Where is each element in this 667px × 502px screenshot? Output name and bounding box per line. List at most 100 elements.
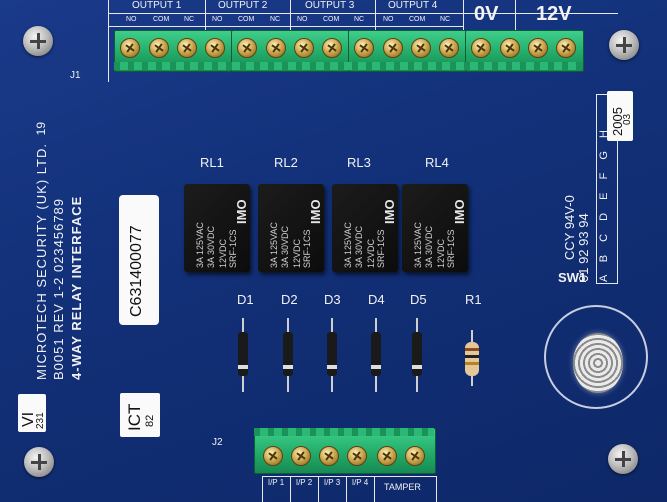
input-1-label: I/P 1	[267, 478, 285, 487]
terminal-screw	[266, 38, 286, 58]
power-0v-label: 0V	[474, 3, 499, 25]
relay-model: SRF-1CS	[302, 229, 312, 268]
relay-rating: 3A 30VDC	[354, 225, 364, 268]
serial-sticker: C631400077	[119, 195, 159, 325]
relay-rl1: 3A 125VAC 3A 30VDC 12VDC SRF-1CS IMO	[184, 184, 250, 272]
relay-brand: IMO	[234, 199, 249, 224]
serial-number: C631400077	[128, 225, 145, 317]
relay-rl3: 3A 125VAC 3A 30VDC 12VDC SRF-1CS IMO	[332, 184, 398, 272]
relay-2-label: RL2	[274, 155, 298, 170]
diode-d4	[371, 332, 381, 376]
date-code-years: 91 92 93 94	[576, 213, 591, 282]
resistor-r1	[465, 342, 479, 376]
input-4-label: I/P 4	[351, 478, 369, 487]
output-2-label: OUTPUT 2	[218, 0, 268, 11]
terminal-screw	[500, 38, 520, 58]
relay-rating: 3A 30VDC	[424, 225, 434, 268]
terminal-screw	[556, 38, 576, 58]
output-2-no: NO	[212, 16, 223, 23]
output-4-label: OUTPUT 4	[388, 0, 438, 11]
power-12v-label: 12V	[536, 3, 572, 25]
relay-voltage: 12VDC	[436, 238, 446, 268]
output-1-nc: NC	[184, 16, 195, 23]
relay-model: SRF-1CS	[228, 229, 238, 268]
output-4-com: COM	[409, 16, 426, 23]
relay-rating: 3A 125VAC	[343, 222, 353, 268]
terminal-screw	[354, 38, 374, 58]
terminal-screw	[294, 38, 314, 58]
relay-brand: IMO	[382, 199, 397, 224]
diode-2-label: D2	[281, 292, 298, 307]
revision-line: B0051 REV 1-2 023456789	[51, 197, 66, 380]
input-3-label: I/P 3	[323, 478, 341, 487]
relay-rl4: 3A 125VAC 3A 30VDC 12VDC SRF-1CS IMO	[402, 184, 468, 272]
terminal-screw	[120, 38, 140, 58]
relay-voltage: 12VDC	[366, 238, 376, 268]
terminal-screw	[263, 446, 283, 466]
terminal-screw	[322, 38, 342, 58]
mounting-screw-bottom-left	[24, 447, 54, 477]
relay-rating: 3A 30VDC	[206, 225, 216, 268]
terminal-screw	[319, 446, 339, 466]
relay-rating: 3A 125VAC	[413, 222, 423, 268]
relay-rating: 3A 125VAC	[269, 222, 279, 268]
relay-4-label: RL4	[425, 155, 449, 170]
output-4-nc: NC	[440, 16, 451, 23]
terminal-screw	[347, 446, 367, 466]
terminal-screw	[439, 38, 459, 58]
date-sticker: 2005 03	[607, 91, 633, 141]
terminal-screw	[411, 38, 431, 58]
diode-1-label: D1	[237, 292, 254, 307]
ict-label: ICT	[125, 403, 144, 431]
mounting-screw-top-left	[23, 26, 53, 56]
diode-3-label: D3	[324, 292, 341, 307]
output-1-com: COM	[153, 16, 170, 23]
mounting-screw-bottom-right	[608, 444, 638, 474]
relay-voltage: 12VDC	[218, 238, 228, 268]
vi-sticker: VI 231	[18, 394, 46, 432]
j1-label: J1	[70, 70, 81, 81]
date-code-letters: A B C D E F G H	[598, 125, 610, 282]
terminal-screw	[377, 446, 397, 466]
tamper-spring-switch[interactable]	[573, 333, 623, 393]
terminal-screw	[291, 446, 311, 466]
resistor-r1-label: R1	[465, 292, 482, 307]
ccy-rating: CCY 94V-0	[562, 195, 577, 260]
date-sticker-week: 03	[622, 113, 633, 125]
relay-brand: IMO	[308, 199, 323, 224]
sw1-label: SW1	[558, 270, 587, 285]
ict-number: 82	[144, 414, 156, 427]
output-3-nc: NC	[354, 16, 365, 23]
terminal-screw	[383, 38, 403, 58]
terminal-screw	[528, 38, 548, 58]
output-4-no: NO	[383, 16, 394, 23]
output-3-com: COM	[323, 16, 340, 23]
terminal-screw	[177, 38, 197, 58]
diode-d5	[412, 332, 422, 376]
j2-label: J2	[212, 437, 223, 448]
relay-model: SRF-1CS	[376, 229, 386, 268]
relay-rl2: 3A 125VAC 3A 30VDC 12VDC SRF-1CS IMO	[258, 184, 324, 272]
output-1-label: OUTPUT 1	[132, 0, 182, 11]
diode-4-label: D4	[368, 292, 385, 307]
relay-brand: IMO	[452, 199, 467, 224]
relay-model: SRF-1CS	[446, 229, 456, 268]
diode-5-label: D5	[410, 292, 427, 307]
output-1-no: NO	[126, 16, 137, 23]
vi-number: 231	[35, 412, 46, 429]
mounting-screw-top-right	[609, 30, 639, 60]
diode-d3	[327, 332, 337, 376]
output-3-no: NO	[297, 16, 308, 23]
num-19-label: 19	[34, 122, 48, 136]
output-3-label: OUTPUT 3	[305, 0, 355, 11]
terminal-screw	[149, 38, 169, 58]
tamper-switch-outline	[544, 305, 648, 409]
ict-sticker: ICT 82	[120, 393, 160, 437]
board-description: 4-WAY RELAY INTERFACE	[69, 195, 84, 380]
output-2-com: COM	[238, 16, 255, 23]
tamper-label: TAMPER	[384, 482, 421, 492]
diode-d1	[238, 332, 248, 376]
terminal-screw	[205, 38, 225, 58]
terminal-screw	[237, 38, 257, 58]
